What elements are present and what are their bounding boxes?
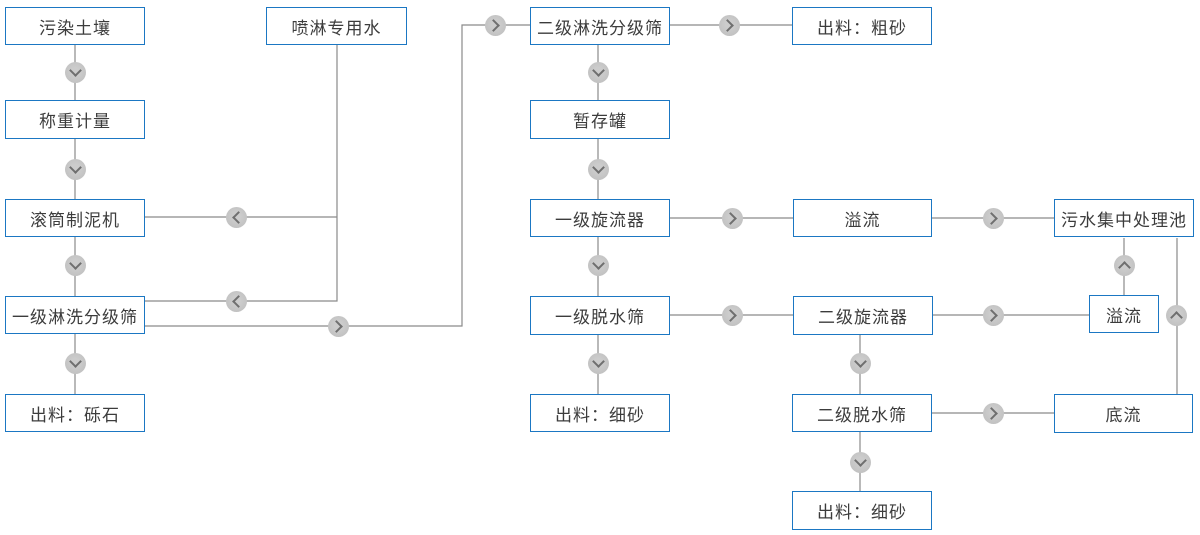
chevron-up-glyph	[1169, 310, 1183, 324]
chevron-down-glyph	[853, 453, 867, 467]
arrow-right-icon	[982, 304, 1004, 326]
chevron-left-glyph	[231, 210, 245, 224]
arrow-down-icon	[587, 158, 609, 180]
chevron-down-glyph	[591, 256, 605, 270]
arrow-left-icon	[225, 290, 247, 312]
node-secondary-cyclone: 二级旋流器	[793, 296, 933, 335]
node-output-fine-sand-2: 出料：细砂	[792, 491, 932, 530]
chevron-left-glyph	[231, 294, 245, 308]
arrow-right-icon	[721, 304, 743, 326]
chevron-right-glyph	[984, 406, 998, 420]
chevron-right-glyph	[329, 319, 343, 333]
node-drum-mud-maker: 滚筒制泥机	[5, 199, 145, 237]
chevron-down-glyph	[591, 354, 605, 368]
arrow-down-icon	[64, 352, 86, 374]
chevron-down-glyph	[591, 63, 605, 77]
node-underflow: 底流	[1054, 394, 1193, 433]
arrow-up-icon	[1165, 304, 1187, 326]
chevron-right-glyph	[984, 211, 998, 225]
node-primary-dewatering-screen: 一级脱水筛	[530, 296, 670, 335]
node-polluted-soil: 污染土壤	[5, 7, 145, 45]
edge-spray-water-to-primary-washing-screen	[145, 45, 338, 302]
chevron-right-glyph	[723, 308, 737, 322]
arrow-right-icon	[484, 14, 506, 36]
node-primary-washing-screen: 一级淋洗分级筛	[5, 296, 145, 334]
chevron-right-glyph	[984, 308, 998, 322]
node-spray-water: 喷淋专用水	[266, 7, 407, 45]
arrow-right-icon	[718, 14, 740, 36]
arrow-right-icon	[982, 207, 1004, 229]
arrow-down-icon	[849, 451, 871, 473]
chevron-right-glyph	[723, 211, 737, 225]
chevron-up-glyph	[1117, 260, 1131, 274]
node-output-gravel: 出料：砾石	[5, 394, 145, 432]
arrow-up-icon	[1113, 254, 1135, 276]
arrow-down-icon	[587, 254, 609, 276]
chevron-down-glyph	[68, 354, 82, 368]
node-primary-cyclone: 一级旋流器	[530, 199, 670, 237]
node-secondary-washing-screen: 二级淋洗分级筛	[530, 7, 670, 45]
arrow-down-icon	[64, 61, 86, 83]
arrow-down-icon	[587, 352, 609, 374]
chevron-right-glyph	[720, 18, 734, 32]
node-weighing: 称重计量	[5, 100, 145, 139]
node-overflow-1: 溢流	[793, 199, 932, 237]
arrow-down-icon	[64, 254, 86, 276]
arrow-down-icon	[849, 352, 871, 374]
node-overflow-2: 溢流	[1089, 295, 1159, 333]
arrow-down-icon	[587, 61, 609, 83]
arrow-down-icon	[64, 158, 86, 180]
node-buffer-tank: 暂存罐	[530, 100, 670, 139]
chevron-right-glyph	[486, 18, 500, 32]
chevron-down-glyph	[68, 63, 82, 77]
arrow-left-icon	[225, 206, 247, 228]
node-secondary-dewatering-screen: 二级脱水筛	[792, 394, 932, 432]
node-output-coarse-sand: 出料：粗砂	[792, 7, 932, 45]
chevron-down-glyph	[68, 256, 82, 270]
chevron-down-glyph	[591, 160, 605, 174]
node-output-fine-sand-1: 出料：细砂	[530, 394, 670, 432]
chevron-down-glyph	[853, 354, 867, 368]
arrow-right-icon	[327, 315, 349, 337]
chevron-down-glyph	[68, 160, 82, 174]
node-sewage-treatment-pool: 污水集中处理池	[1054, 199, 1194, 237]
arrow-right-icon	[721, 207, 743, 229]
arrow-right-icon	[982, 402, 1004, 424]
